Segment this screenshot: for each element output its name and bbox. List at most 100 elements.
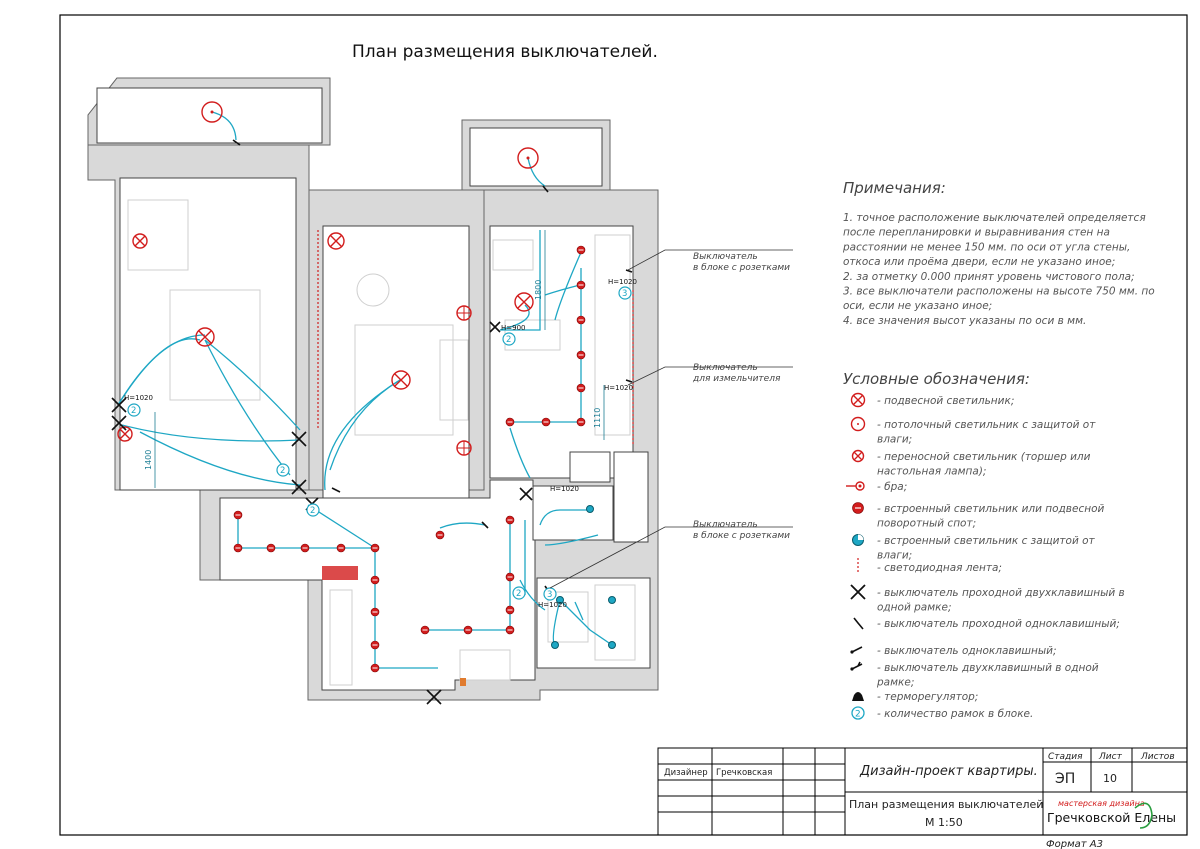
sheets-label: Листов: [1140, 752, 1175, 762]
callout-3-line-2: в блоке с розетками: [693, 531, 790, 541]
drawing-scale: М 1:50: [925, 816, 963, 829]
recessed-spot-icon: [852, 502, 864, 514]
height-label: H=1020: [604, 384, 633, 392]
ceiling-lights: [201, 101, 539, 169]
single-switch-icon: [850, 646, 863, 654]
legend-item-label: одной рамке;: [877, 602, 952, 614]
plan-title: План размещения выключателей.: [352, 42, 658, 62]
legend-item-label: - выключатель двухклавишный в одной: [877, 662, 1099, 674]
note-line: 3. все выключатели расположены на высоте…: [843, 286, 1155, 298]
recessed-spots: [233, 245, 586, 673]
portable-lamp-icon: [851, 449, 865, 463]
legend-item-label: - выключатель одноклавишный;: [877, 645, 1057, 657]
frame-count-badge: [127, 403, 141, 417]
wall-sconce-icon: [846, 481, 865, 491]
frame-count-badge: [502, 332, 516, 346]
note-line: 2. за отметку 0.000 принят уровень чисто…: [843, 271, 1135, 283]
stage-value: ЭП: [1055, 771, 1075, 787]
frame-count-value: 2: [131, 406, 136, 416]
waterproof-ceiling-light-icon: [850, 416, 866, 432]
room-hallway: [219, 479, 536, 691]
sheet-label: Лист: [1098, 752, 1123, 762]
waterproof-spots: [551, 505, 616, 649]
note-line: 1. точное расположение выключателей опре…: [843, 212, 1146, 224]
legend-item-label: - выключатель проходной одноклавишный;: [877, 618, 1120, 630]
legend: Условные обозначения: - подвесной светил…: [843, 370, 1125, 720]
sheet-value: 10: [1103, 772, 1117, 785]
frame-count-badge: [276, 463, 290, 477]
double-switch-icon: [850, 661, 863, 671]
frame-count-badge: [618, 286, 632, 300]
legend-item-label: - встроенный светильник с защитой от: [877, 535, 1096, 547]
thermostat: [460, 678, 466, 686]
sheet-frame: [59, 14, 1188, 836]
dim-1400: 1400: [144, 450, 153, 470]
single-passthrough-switch-icon: [853, 617, 864, 630]
dim-1800: 1800: [534, 280, 543, 300]
notes-heading: Примечания:: [843, 179, 946, 197]
studio-logo: мастерская дизайна Гречковской Елены: [1047, 799, 1176, 829]
pendant-light: [117, 426, 133, 442]
frame-count-value: 3: [547, 590, 552, 600]
callout-1-line-2: в блоке с розетками: [693, 263, 790, 273]
room-wardrobe: [613, 451, 649, 543]
legend-item-label: - светодиодная лента;: [877, 562, 1002, 574]
legend-item-label: рамке;: [876, 677, 914, 689]
room-closet: [569, 451, 611, 483]
callout-1-line-1: Выключатель: [693, 252, 758, 262]
logo-top-text: мастерская дизайна: [1058, 799, 1145, 808]
stage-label: Стадия: [1048, 752, 1083, 762]
legend-item-label: поворотный спот;: [877, 518, 976, 530]
balcony-left-floor: [96, 87, 323, 144]
dim-1110: 1110: [593, 408, 602, 428]
height-label: H=1020: [538, 601, 567, 609]
pendant-light-icon: [850, 392, 866, 408]
dimensions: 1400 1800 1110: [144, 230, 605, 488]
legend-item-label: влаги;: [877, 434, 912, 446]
legend-item-label: - терморегулятор;: [877, 691, 978, 703]
pendant-light: [391, 370, 411, 390]
drawing-title: План размещения выключателей: [849, 798, 1043, 811]
led-strip: [322, 566, 358, 580]
frame-count-badge: [512, 586, 526, 600]
callouts: Выключатель в блоке с розетками Выключат…: [549, 249, 793, 589]
legend-item-label: - переносной светильник (торшер или: [877, 451, 1091, 463]
height-label: H=1020: [550, 485, 579, 493]
notes: Примечания: 1. точное расположение выклю…: [842, 179, 1155, 327]
frame-count-value: 3: [622, 289, 627, 299]
title-block: Дизайнер Гречковская Дизайн-проект кварт…: [657, 747, 1188, 849]
legend-item-label: - выключатель проходной двухклавишный в: [877, 587, 1125, 599]
sconces: [456, 305, 472, 456]
legend-item-label: - количество рамок в блоке.: [877, 708, 1033, 720]
frame-count-value: 2: [310, 506, 315, 516]
note-line: 4. все значения высот указаны по оси в м…: [843, 315, 1086, 327]
pendant-light: [327, 232, 345, 250]
legend-heading: Условные обозначения:: [843, 370, 1030, 388]
project-title: Дизайн-проект квартиры.: [859, 764, 1038, 779]
note-line: после перепланировки и выравнивания стен…: [843, 227, 1110, 239]
svg-text:2: 2: [855, 710, 861, 720]
legend-item-label: - подвесной светильник;: [877, 395, 1014, 407]
legend-item-label: настольная лампа);: [877, 466, 986, 478]
legend-item-label: - потолочный светильник с защитой от: [877, 419, 1096, 431]
pendant-lights: [117, 232, 534, 442]
callout-2-line-1: Выключатель: [693, 363, 758, 373]
room-living: [322, 225, 470, 515]
logo-name: Гречковской Елены: [1047, 810, 1176, 825]
note-line: расстоянии не менее 150 мм. по оси от уг…: [842, 241, 1130, 253]
room-kitchen: [489, 225, 634, 479]
pendant-light: [132, 233, 148, 249]
height-label: H=1020: [608, 278, 637, 286]
callout-2-line-2: для измельчителя: [692, 374, 781, 384]
pendant-light: [514, 292, 534, 312]
note-line: откоса или проёма двери, если не указано…: [843, 256, 1115, 268]
balcony-right-floor: [469, 127, 603, 187]
designer-label: Дизайнер: [664, 768, 708, 778]
double-passthrough-switch-icon: [850, 584, 866, 600]
room-wc: [532, 485, 614, 541]
legend-item-label: - бра;: [877, 481, 907, 493]
frame-count-value: 2: [516, 589, 521, 599]
